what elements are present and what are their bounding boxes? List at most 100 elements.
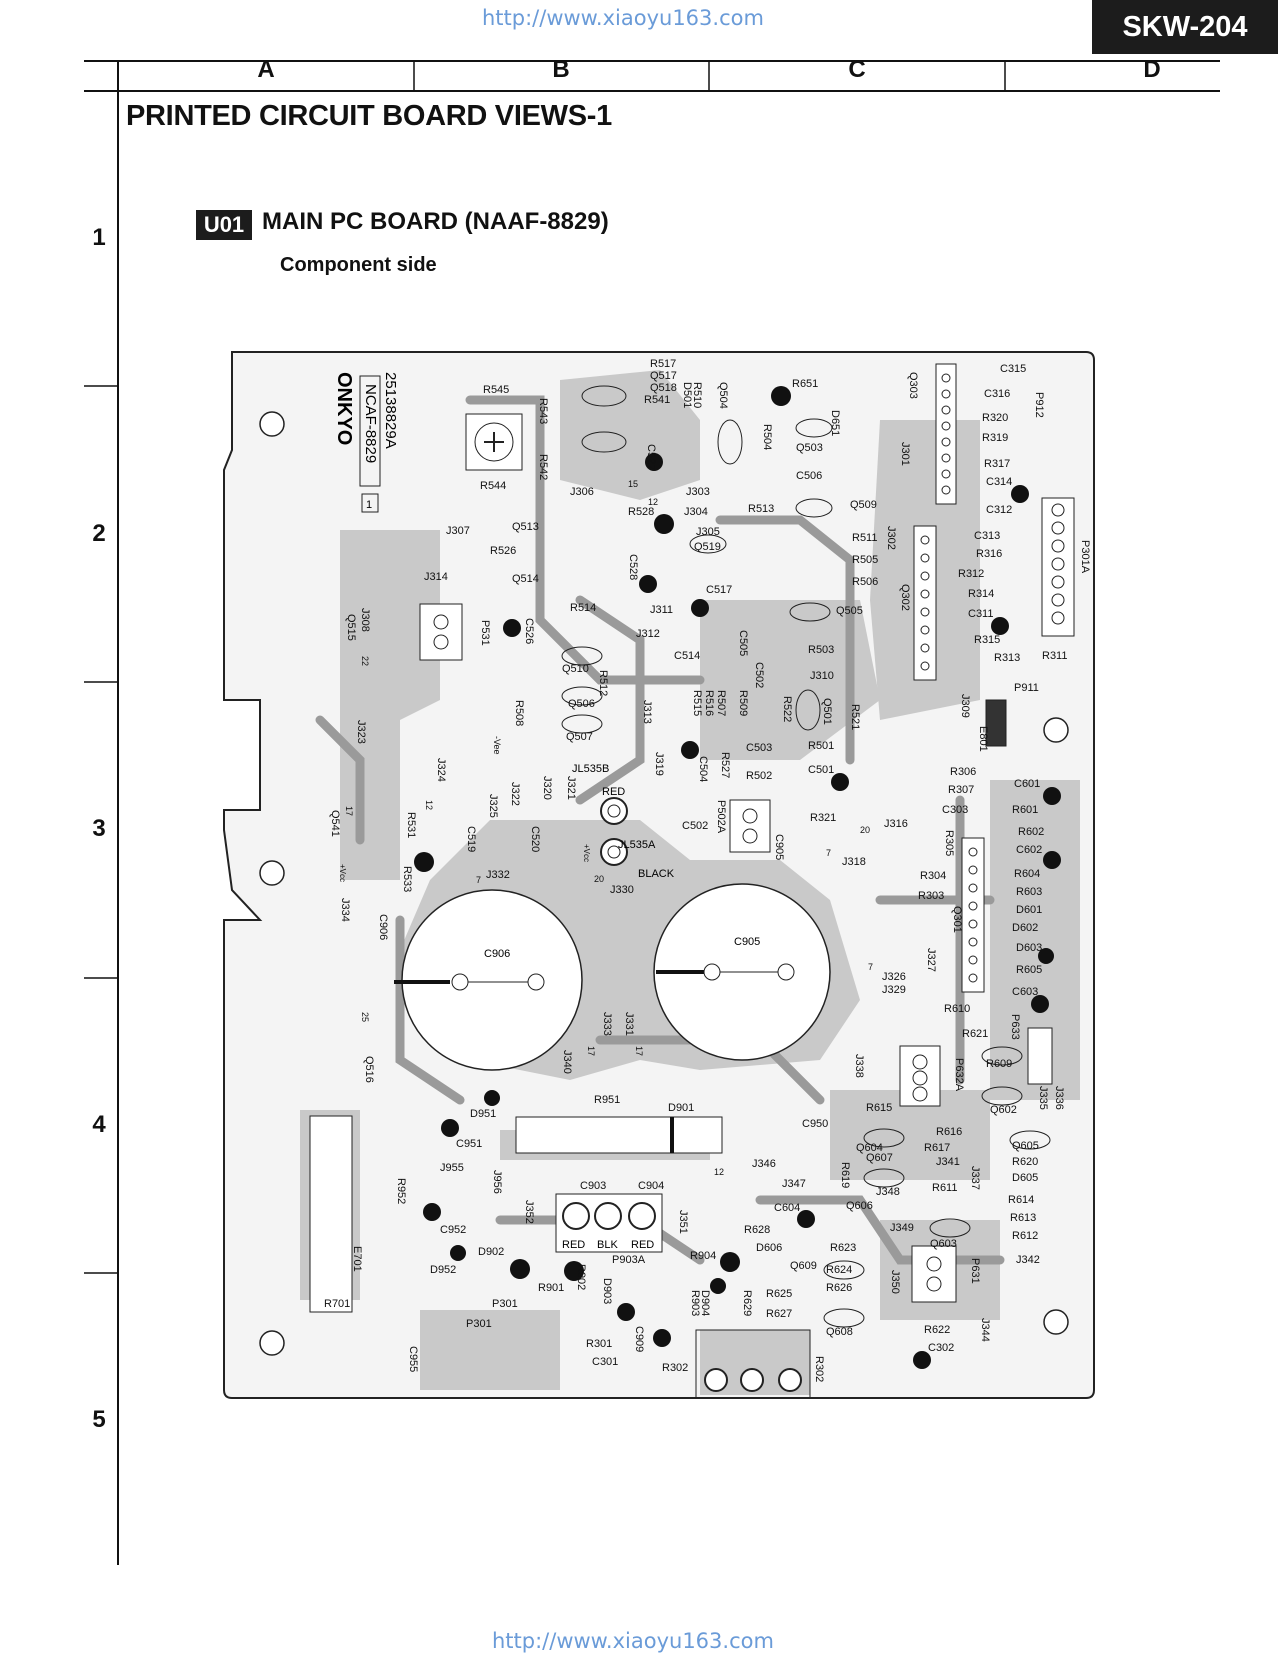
- svg-text:C503: C503: [746, 742, 772, 754]
- svg-text:Q513: Q513: [512, 521, 539, 533]
- svg-text:C603: C603: [1012, 986, 1038, 998]
- svg-text:20: 20: [860, 825, 870, 835]
- svg-text:Q518: Q518: [650, 382, 677, 394]
- svg-text:17: 17: [586, 1046, 596, 1056]
- svg-text:R506: R506: [852, 576, 878, 588]
- svg-text:C505: C505: [737, 630, 749, 656]
- svg-text:R321: R321: [810, 812, 836, 824]
- svg-text:J349: J349: [890, 1222, 914, 1234]
- svg-text:J309: J309: [959, 694, 971, 718]
- column-a: A: [257, 56, 275, 83]
- svg-text:J348: J348: [876, 1186, 900, 1198]
- board-marker-1: 1: [366, 499, 372, 511]
- row-4: 4: [92, 1111, 106, 1138]
- part-code: NCAF-8829: [362, 384, 379, 463]
- svg-text:C604: C604: [774, 1202, 800, 1214]
- svg-text:C528: C528: [627, 554, 639, 580]
- d901-body: [515, 1116, 723, 1154]
- svg-text:R513: R513: [748, 503, 774, 515]
- svg-text:J310: J310: [810, 670, 834, 682]
- svg-text:J320: J320: [541, 776, 553, 800]
- svg-text:C313: C313: [974, 530, 1000, 542]
- svg-text:D904: D904: [699, 1290, 711, 1316]
- svg-text:R301: R301: [586, 1338, 612, 1350]
- svg-text:Q516: Q516: [363, 1056, 375, 1083]
- svg-text:J323: J323: [355, 720, 367, 744]
- svg-text:J302: J302: [885, 526, 897, 550]
- svg-text:J330: J330: [610, 884, 634, 896]
- svg-text:Q301: Q301: [951, 906, 963, 933]
- svg-text:J301: J301: [899, 442, 911, 466]
- svg-text:C514: C514: [674, 650, 700, 662]
- svg-text:J308: J308: [359, 608, 371, 632]
- connector-pins: [433, 373, 1065, 1292]
- svg-text:P632A: P632A: [953, 1058, 965, 1092]
- svg-text:R545: R545: [483, 384, 509, 396]
- svg-text:J340: J340: [561, 1050, 573, 1074]
- svg-text:R609: R609: [986, 1058, 1012, 1070]
- svg-text:R620: R620: [1012, 1156, 1038, 1168]
- svg-text:J313: J313: [641, 700, 653, 724]
- svg-text:D902: D902: [478, 1246, 504, 1258]
- svg-text:R610: R610: [944, 1003, 970, 1015]
- svg-text:J316: J316: [884, 818, 908, 830]
- svg-text:P502A: P502A: [715, 800, 727, 834]
- svg-text:C955: C955: [407, 1346, 419, 1372]
- svg-text:R623: R623: [830, 1242, 856, 1254]
- svg-text:D602: D602: [1012, 922, 1038, 934]
- svg-text:J307: J307: [446, 525, 470, 537]
- svg-text:P911: P911: [1014, 682, 1039, 694]
- svg-text:25: 25: [360, 1012, 370, 1022]
- part-number: 25138829A: [382, 372, 399, 449]
- svg-text:Q505: Q505: [836, 605, 863, 617]
- svg-text:C311: C311: [968, 608, 993, 620]
- svg-text:E701: E701: [351, 1246, 363, 1272]
- svg-text:C601: C601: [1014, 778, 1040, 790]
- svg-text:R307: R307: [948, 784, 974, 796]
- svg-text:R511: R511: [852, 532, 877, 544]
- transistor-outlines: [561, 385, 1051, 1328]
- bottom-url[interactable]: http://www.xiaoyu163.com: [492, 1629, 774, 1653]
- terminal-black-label: BLACK: [638, 868, 675, 880]
- column-d: D: [1143, 56, 1161, 83]
- top-url[interactable]: http://www.xiaoyu163.com: [482, 6, 764, 30]
- svg-text:D951: D951: [470, 1108, 496, 1120]
- svg-text:R615: R615: [866, 1102, 892, 1114]
- svg-text:J329: J329: [882, 984, 906, 996]
- svg-text:R604: R604: [1014, 868, 1040, 880]
- svg-text:P912: P912: [1033, 392, 1045, 418]
- svg-text:17: 17: [344, 806, 354, 816]
- svg-text:Q519: Q519: [694, 541, 721, 553]
- svg-text:J312: J312: [636, 628, 660, 640]
- svg-text:+Vcc: +Vcc: [338, 864, 347, 882]
- svg-text:R611: R611: [932, 1182, 957, 1194]
- svg-text:J322: J322: [509, 782, 521, 806]
- svg-text:R617: R617: [924, 1142, 950, 1154]
- svg-text:J326: J326: [882, 971, 906, 983]
- svg-text:P903A: P903A: [612, 1254, 646, 1266]
- row-2: 2: [92, 520, 106, 547]
- svg-text:J335: J335: [1037, 1086, 1049, 1110]
- svg-text:R311: R311: [1042, 650, 1067, 662]
- svg-text:D901: D901: [668, 1102, 694, 1114]
- svg-text:R541: R541: [644, 394, 670, 406]
- row-5: 5: [92, 1406, 106, 1433]
- c905-label: C905: [734, 936, 760, 948]
- svg-text:J325: J325: [487, 794, 499, 818]
- svg-text:C526: C526: [523, 618, 535, 644]
- jl535a-label: JL535A: [618, 839, 656, 851]
- svg-text:D903: D903: [601, 1278, 613, 1304]
- row-3: 3: [92, 815, 106, 842]
- svg-text:D651: D651: [829, 410, 841, 436]
- svg-text:R303: R303: [918, 890, 944, 902]
- svg-text:D952: D952: [430, 1264, 456, 1276]
- svg-text:R629: R629: [741, 1290, 753, 1316]
- svg-text:R602: R602: [1018, 826, 1044, 838]
- svg-text:C314: C314: [986, 476, 1012, 488]
- svg-text:R616: R616: [936, 1126, 962, 1138]
- column-b: B: [552, 56, 570, 83]
- svg-text:R315: R315: [974, 634, 1000, 646]
- svg-text:R621: R621: [962, 1028, 988, 1040]
- svg-text:Q604: Q604: [856, 1142, 883, 1154]
